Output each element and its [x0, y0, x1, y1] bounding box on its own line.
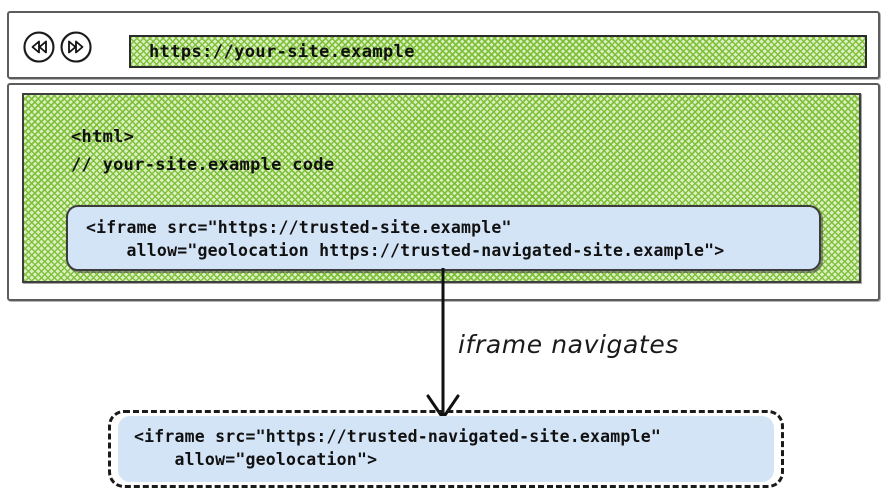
html-open-tag-line: <html>	[71, 127, 135, 147]
embedded-iframe-code-block: <iframe src="https://trusted-site.exampl…	[66, 205, 821, 271]
arrow-annotation-label: iframe navigates	[458, 330, 679, 359]
browser-chrome-bar: https://your-site.example	[7, 11, 880, 79]
browser-content-panel: <html> // your-site.example code <iframe…	[7, 83, 880, 301]
page-source-area: <html> // your-site.example code <iframe…	[22, 93, 861, 283]
result-iframe-src-line: <iframe src="https://trusted-navigated-s…	[134, 427, 661, 446]
result-iframe-allow-line: allow="geolocation">	[134, 450, 378, 469]
url-address-bar[interactable]: https://your-site.example	[129, 35, 867, 68]
rewind-icon	[22, 30, 56, 64]
navigated-iframe-outline	[108, 410, 784, 488]
back-button[interactable]	[22, 30, 56, 64]
forward-button[interactable]	[59, 30, 93, 64]
url-text: https://your-site.example	[149, 41, 415, 62]
navigated-iframe-code-block: <iframe src="https://trusted-navigated-s…	[118, 416, 774, 482]
iframe-src-line: <iframe src="https://trusted-site.exampl…	[86, 218, 512, 237]
source-comment-line: // your-site.example code	[71, 155, 335, 175]
fast-forward-icon	[59, 30, 93, 64]
iframe-allow-line: allow="geolocation https://trusted-navig…	[86, 241, 725, 260]
